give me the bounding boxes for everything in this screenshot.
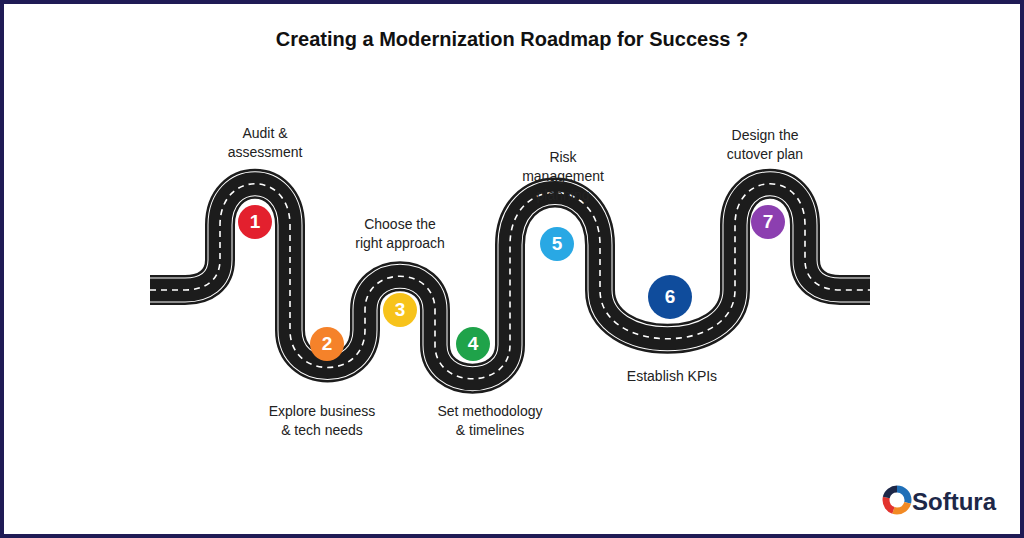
step-circle: 1Audit & assessment (238, 205, 272, 239)
step-circle: 4Set methodology & timelines (456, 327, 490, 361)
step-circle: 2Explore business & tech needs (310, 327, 344, 361)
step-circle: 6Establish KPIs (648, 275, 692, 319)
logo-ring (886, 489, 908, 511)
callout-number: 2 (310, 327, 344, 361)
road-edge (150, 184, 870, 379)
step-label: Set methodology & timelines (434, 402, 546, 440)
step-label: Choose the right approach (353, 215, 448, 253)
step-label: Risk management planning (507, 148, 619, 205)
road-edge-line (150, 184, 870, 379)
step-label: Explore business & tech needs (266, 402, 378, 440)
road-surface (150, 184, 870, 379)
brand-name: Softura (912, 488, 996, 516)
callout-number: 7 (751, 205, 785, 239)
callout-number: 6 (648, 275, 692, 319)
callout-number: 1 (238, 205, 272, 239)
step-circle: 5Risk management planning (540, 227, 574, 261)
callout-number: 3 (383, 293, 417, 327)
callout-number: 4 (456, 327, 490, 361)
step-label: Design the cutover plan (718, 126, 813, 164)
callout-number: 5 (540, 227, 574, 261)
diagram-title: Creating a Modernization Roadmap for Suc… (4, 28, 1020, 51)
step-label: Audit & assessment (218, 124, 313, 162)
step-circle: 7Design the cutover plan (751, 205, 785, 239)
step-circle: 3Choose the right approach (383, 293, 417, 327)
road-center-dashes (150, 184, 870, 379)
step-label: Establish KPIs (612, 367, 732, 386)
